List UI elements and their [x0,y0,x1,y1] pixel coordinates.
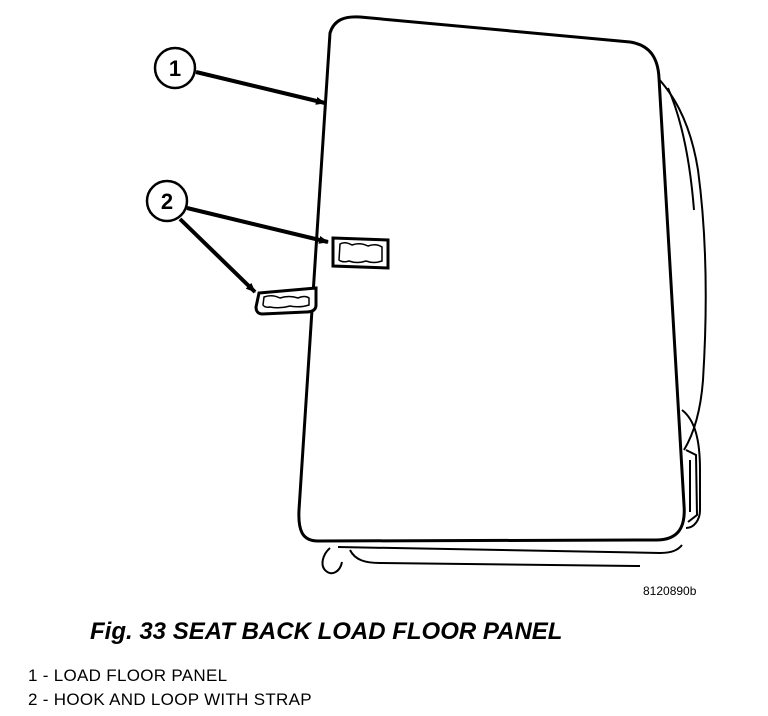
figure-caption: Fig. 33 SEAT BACK LOAD FLOOR PANEL [90,618,563,645]
legend-item-1: 1 - LOAD FLOOR PANEL [28,666,228,685]
legend-item-2: 2 - HOOK AND LOOP WITH STRAP [28,690,312,709]
callout-2: 2 [145,179,189,223]
load-floor-panel [297,15,686,543]
callout-2-leader-lower [178,217,257,294]
callout-2-label: 2 [161,189,173,214]
seat-back-frame [321,67,707,575]
callout-1-label: 1 [169,56,181,81]
figure-id: 8120890b [643,584,697,598]
hook-loop-patch-lower [254,286,318,316]
hook-loop-patch-upper [331,236,390,270]
callout-1: 1 [153,46,197,90]
callout-1-leader [195,70,326,105]
callout-2-leader-upper [186,206,329,244]
